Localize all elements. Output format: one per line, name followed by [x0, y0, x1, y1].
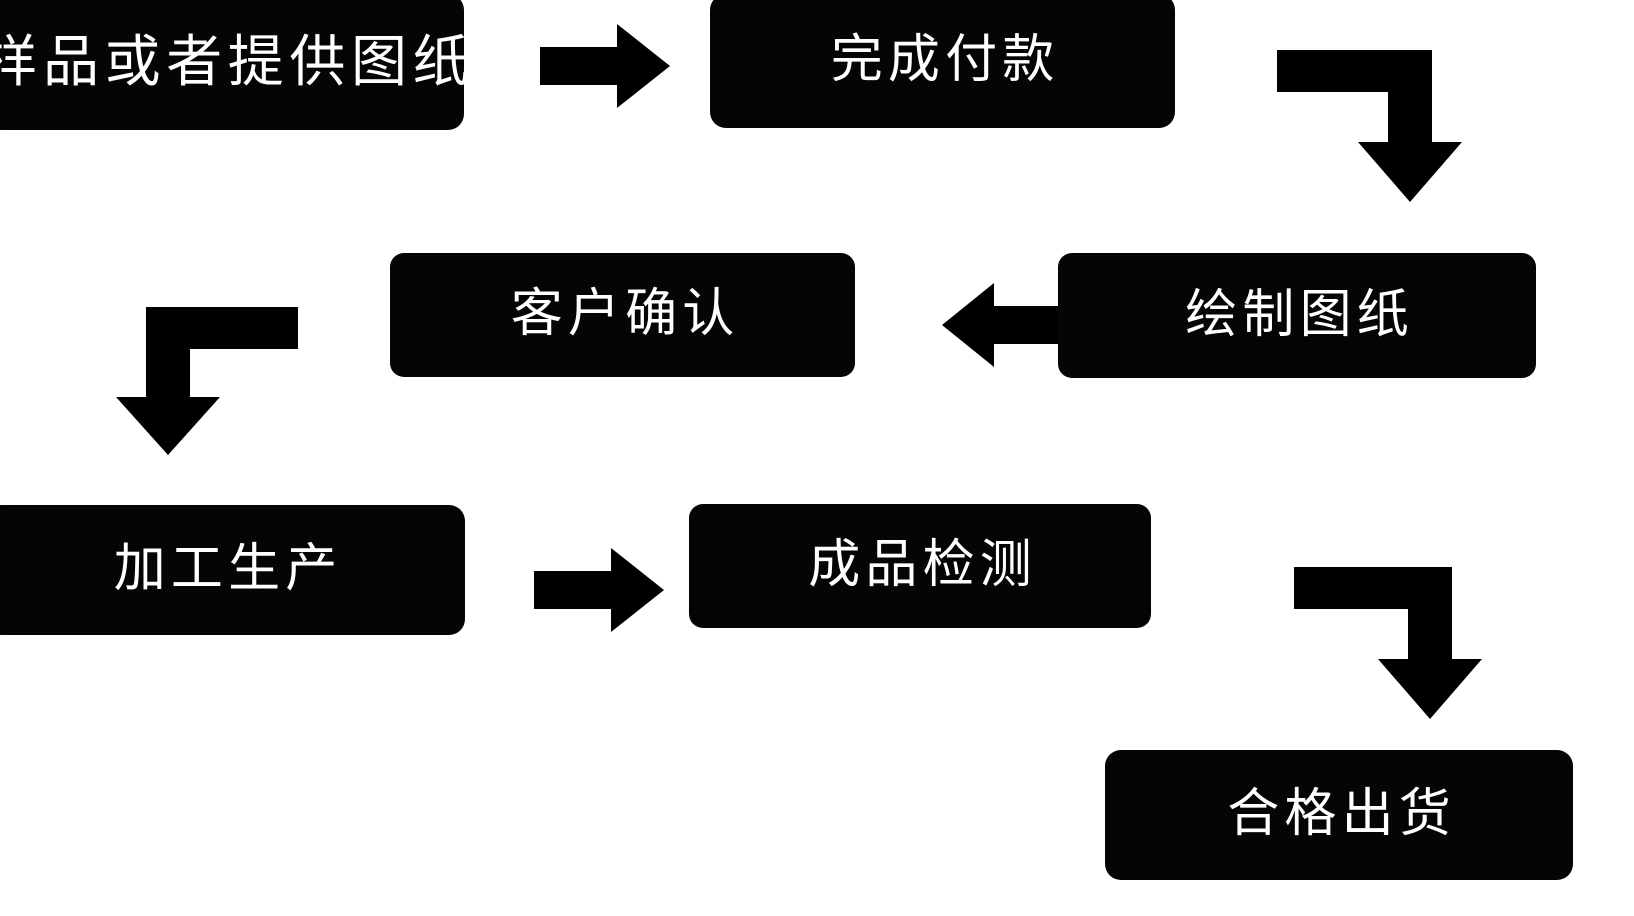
arrow-right-produce-to-inspect: [534, 548, 664, 632]
flow-node-label: 样品或者提供图纸: [0, 30, 475, 94]
flow-node-inspect[interactable]: 成品检测: [689, 504, 1151, 628]
flow-node-label: 合格出货: [1227, 785, 1456, 844]
flow-node-confirm[interactable]: 客户确认: [390, 253, 855, 377]
flow-node-produce[interactable]: 加工生产: [0, 505, 465, 635]
flow-node-draw[interactable]: 绘制图纸: [1058, 253, 1536, 378]
flow-node-label: 客户确认: [510, 285, 740, 344]
arrow-right-sample-to-payment: [540, 24, 670, 108]
flow-node-payment[interactable]: 完成付款: [710, 0, 1175, 128]
arrow-left-draw-to-confirm: [942, 283, 1060, 367]
flow-node-label: 成品检测: [808, 536, 1037, 595]
arrow-elbow-payment-to-draw: [1277, 50, 1462, 202]
flow-node-sample[interactable]: 样品或者提供图纸: [0, 0, 469, 130]
arrow-elbow-inspect-to-ship: [1294, 567, 1482, 719]
flow-node-label: 完成付款: [830, 31, 1060, 90]
flow-node-label: 加工生产: [113, 540, 343, 599]
flow-node-label: 绘制图纸: [1185, 285, 1414, 344]
arrow-elbow-confirm-to-produce: [116, 307, 298, 455]
flow-node-ship[interactable]: 合格出货: [1105, 750, 1573, 880]
